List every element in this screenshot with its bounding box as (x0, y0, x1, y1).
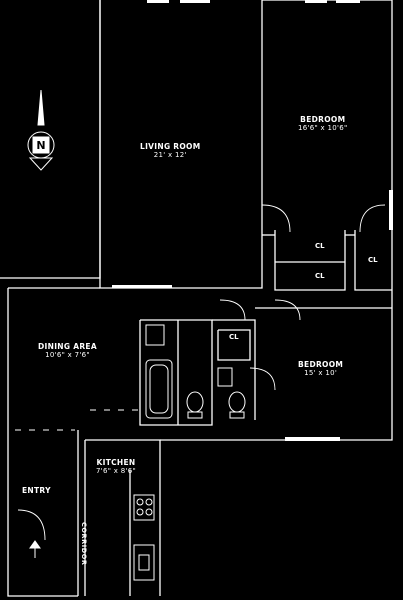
burner (136, 508, 144, 516)
burner (136, 498, 144, 506)
closet-label: CL (368, 256, 378, 264)
window (147, 0, 169, 3)
closet-walls (274, 230, 346, 291)
living-room-walls (99, 0, 263, 289)
room-bedroom-1-dims: 16'6" x 10'6" (298, 124, 348, 132)
window (112, 285, 172, 288)
compass-north-letter: N (36, 139, 45, 152)
fixtures (133, 324, 246, 581)
sink (217, 367, 233, 387)
bath-walls (139, 319, 213, 426)
room-kitchen-dims: 7'6" x 8'6" (96, 467, 136, 475)
room-entry-name: ENTRY (22, 486, 51, 495)
dashed-lines (15, 409, 140, 441)
room-kitchen: KITCHEN 7'6" x 8'6" (96, 458, 136, 476)
entry-arrow-icon (29, 540, 41, 558)
walls (0, 0, 393, 597)
room-bedroom-1-name: BEDROOM (300, 115, 346, 124)
room-living-room-dims: 21' x 12' (153, 151, 187, 159)
door-swing (17, 509, 46, 541)
bathtub (145, 359, 173, 419)
room-bedroom-1: BEDROOM 16'6" x 10'6" (298, 115, 348, 133)
door-swing (219, 299, 246, 321)
sink (145, 324, 165, 346)
bathtub-basin (149, 364, 169, 414)
dining-left-wall (7, 288, 78, 597)
room-bedroom-2-dims: 15' x 10' (304, 369, 338, 377)
refrigerator (133, 544, 155, 581)
room-dining-area-dims: 10'6" x 7'6" (45, 351, 90, 359)
room-dining-area-name: DINING AREA (38, 342, 97, 351)
bedroom2-outer-wall (160, 290, 393, 441)
window (389, 190, 393, 230)
door-swing (249, 367, 276, 391)
room-bedroom-2-name: BEDROOM (298, 360, 344, 369)
door-swing (261, 204, 291, 233)
stove (133, 494, 155, 521)
toilet (186, 391, 204, 413)
door-swing (359, 204, 386, 233)
window (336, 0, 360, 3)
toilet (228, 391, 246, 413)
closet-label: CL (315, 242, 325, 250)
door-swing (274, 299, 301, 321)
toilet-tank (187, 411, 203, 419)
window (180, 0, 210, 3)
closet-box (217, 329, 251, 361)
left-wing-wall (0, 0, 101, 279)
closet-label: CL (229, 333, 239, 341)
burner (145, 498, 153, 506)
room-entry: ENTRY (22, 486, 51, 495)
window (305, 0, 327, 3)
room-bedroom-2: BEDROOM 15' x 10' (298, 360, 343, 378)
bath2-walls (212, 319, 256, 420)
room-dining-area: DINING AREA 10'6" x 7'6" (38, 342, 97, 360)
toilet-tank (229, 411, 245, 419)
windows (112, 0, 393, 441)
doors (17, 204, 386, 541)
room-living-room-name: LIVING ROOM (140, 142, 201, 151)
closet-right-walls (354, 230, 392, 291)
room-kitchen-name: KITCHEN (96, 458, 136, 467)
window (285, 437, 340, 441)
room-living-room: LIVING ROOM 21' x 12' (140, 142, 201, 160)
kitchen-sink (138, 554, 150, 571)
compass-icon (27, 89, 55, 171)
bedroom1-outer-wall (262, 0, 393, 290)
burner (145, 508, 153, 516)
corridor-label: CORRIDOR (80, 522, 88, 566)
closet-label: CL (315, 272, 325, 280)
